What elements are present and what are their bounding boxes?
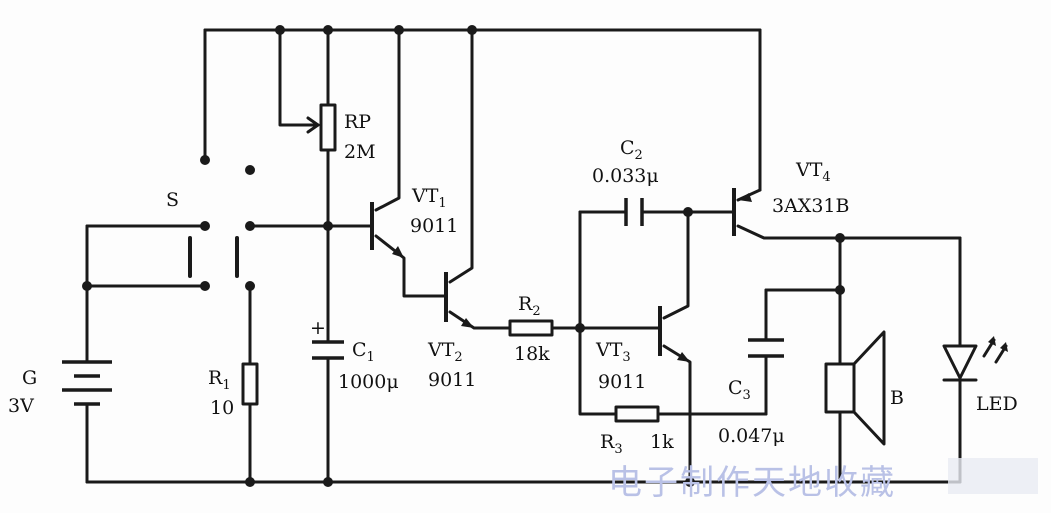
vt3-label: VT bbox=[595, 339, 623, 361]
r1-label: R bbox=[208, 367, 223, 389]
svg-text:VT1: VT1 bbox=[411, 185, 447, 211]
svg-text:VT2: VT2 bbox=[427, 339, 463, 365]
c2-sub: 2 bbox=[635, 148, 643, 163]
transistor-vt3: VT3 9011 bbox=[595, 306, 690, 393]
speaker-b: B bbox=[824, 330, 904, 446]
svg-text:C3: C3 bbox=[728, 377, 751, 403]
r1-sub: 1 bbox=[222, 378, 230, 393]
c3-unit: μ bbox=[772, 425, 784, 447]
rp-label: RP bbox=[344, 111, 371, 133]
switch-label: S bbox=[166, 189, 179, 211]
r3-value: 1k bbox=[650, 431, 674, 453]
svg-text:VT3: VT3 bbox=[595, 339, 631, 365]
watermark-text: 电子制作天地收藏 bbox=[608, 463, 896, 503]
svg-text:C2: C2 bbox=[620, 137, 643, 163]
vt4-sub: 4 bbox=[822, 170, 830, 185]
svg-text:0.047μ: 0.047μ bbox=[718, 425, 785, 447]
vt4-value: 3AX31B bbox=[772, 195, 849, 217]
svg-text:R1: R1 bbox=[208, 367, 231, 393]
c1-label: C bbox=[352, 339, 367, 361]
battery-value: 3V bbox=[8, 395, 34, 417]
transistor-vt1: VT1 9011 bbox=[370, 185, 458, 258]
c3-label: C bbox=[728, 377, 743, 399]
vt1-sub: 1 bbox=[438, 196, 446, 211]
r3-label: R bbox=[600, 431, 615, 453]
switch-s: S bbox=[166, 155, 255, 291]
speaker-label: B bbox=[890, 387, 904, 409]
resistor-r1: R1 10 bbox=[208, 362, 259, 419]
resistor-r3: R3 1k bbox=[600, 405, 674, 457]
vt2-label: VT bbox=[427, 339, 455, 361]
vt2-value: 9011 bbox=[428, 369, 476, 391]
capacitor-c2: C2 0.033μ bbox=[592, 137, 659, 226]
vt2-sub: 2 bbox=[454, 350, 462, 365]
c3-sub: 3 bbox=[743, 388, 751, 403]
r3-sub: 3 bbox=[614, 442, 622, 457]
c2-unit: μ bbox=[646, 165, 658, 187]
battery-g: G 3V bbox=[8, 360, 112, 417]
svg-text:VT4: VT4 bbox=[795, 159, 831, 185]
vt3-value: 9011 bbox=[598, 371, 646, 393]
svg-text:R2: R2 bbox=[518, 293, 541, 319]
led: LED bbox=[942, 336, 1018, 415]
r1-value: 10 bbox=[210, 397, 234, 419]
svg-text:0.033μ: 0.033μ bbox=[592, 165, 659, 187]
vt1-value: 9011 bbox=[410, 215, 458, 237]
rp-value: 2M bbox=[344, 141, 376, 163]
c2-label: C bbox=[620, 137, 635, 159]
c1-unit: μ bbox=[386, 371, 398, 393]
capacitor-c1: + C1 1000μ bbox=[310, 317, 399, 393]
svg-text:C1: C1 bbox=[352, 339, 375, 365]
transistor-vt2: VT2 9011 bbox=[427, 272, 476, 391]
c1-polarity: + bbox=[310, 317, 326, 339]
watermark-blur bbox=[948, 458, 1038, 494]
battery-label: G bbox=[22, 367, 37, 389]
vt4-label: VT bbox=[795, 159, 823, 181]
c2-value: 0.033 bbox=[592, 165, 646, 187]
junction-dots bbox=[82, 25, 845, 487]
vt1-label: VT bbox=[411, 185, 439, 207]
potentiometer-rp: RP 2M bbox=[306, 103, 376, 163]
r2-sub: 2 bbox=[532, 304, 540, 319]
svg-text:1000μ: 1000μ bbox=[338, 371, 399, 393]
capacitor-c3: C3 0.047μ bbox=[718, 338, 785, 447]
c1-value: 1000 bbox=[338, 371, 386, 393]
c1-sub: 1 bbox=[367, 350, 375, 365]
transistor-vt4: VT4 3AX31B bbox=[732, 159, 849, 236]
led-label: LED bbox=[976, 393, 1018, 415]
vt3-sub: 3 bbox=[622, 350, 630, 365]
resistor-r2: R2 18k bbox=[508, 293, 554, 365]
c3-value: 0.047 bbox=[718, 425, 772, 447]
r2-label: R bbox=[518, 293, 533, 315]
r2-value: 18k bbox=[514, 343, 550, 365]
svg-text:R3: R3 bbox=[600, 431, 623, 457]
